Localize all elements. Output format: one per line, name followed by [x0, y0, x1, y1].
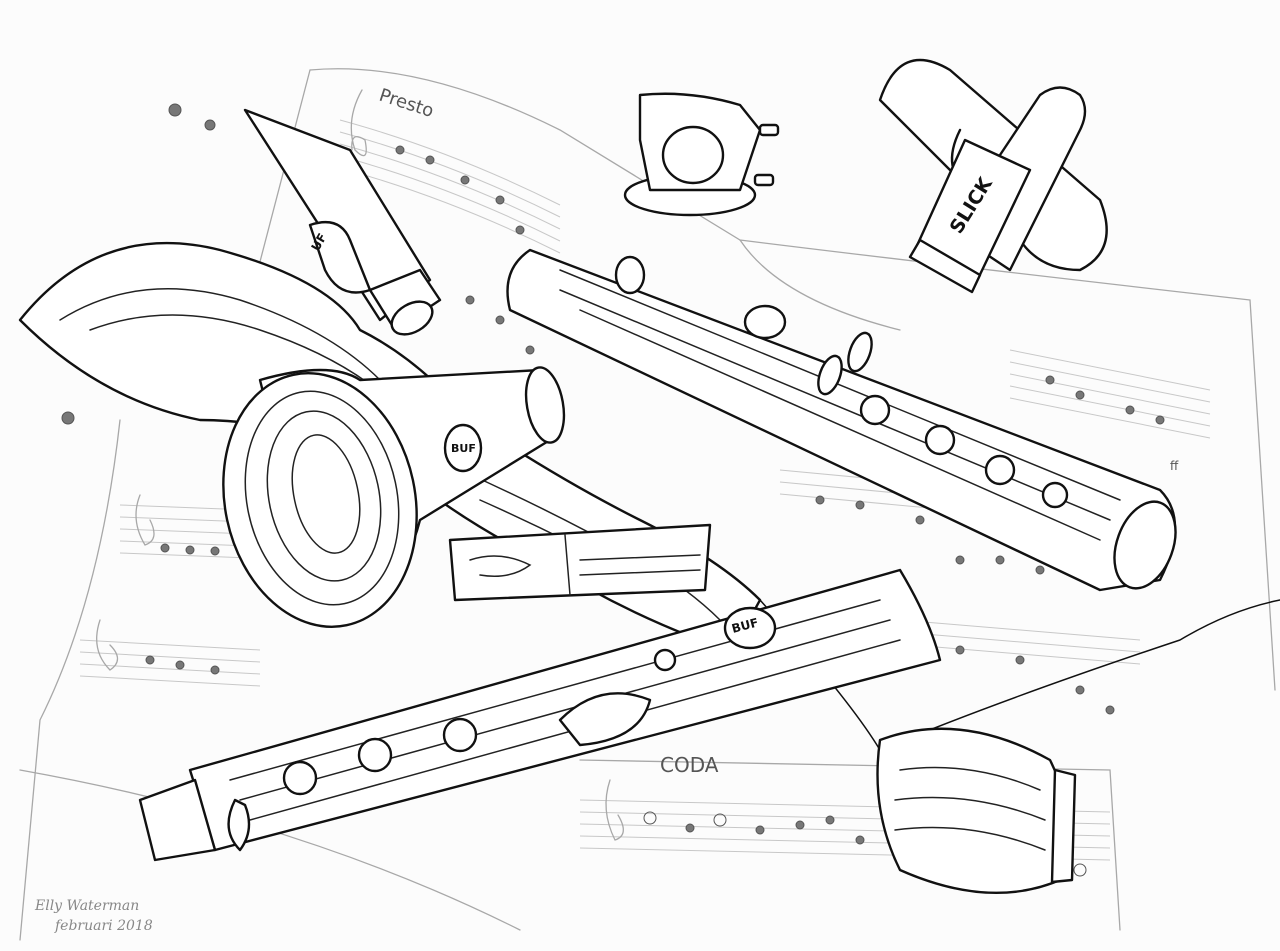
- reed-case: UF: [243, 108, 442, 336]
- bell-brand: BUF: [451, 442, 476, 455]
- clarinet-upper-joint: [506, 248, 1177, 592]
- reed: [448, 523, 712, 602]
- tempo-marking: Presto: [376, 85, 436, 122]
- coda-marking: CODA: [660, 753, 719, 777]
- clarinet-barrel: [876, 727, 1077, 895]
- signature-date: februari 2018: [54, 918, 153, 934]
- clarinet-lower-joint: BUF: [138, 568, 942, 862]
- clarinet-bell: BUF: [222, 366, 566, 628]
- cork-grease-tube: SLICK: [908, 86, 1087, 294]
- artist-signature: Elly Waterman februari 2018: [34, 898, 153, 934]
- lower-joint-brand: BUF: [730, 615, 760, 636]
- ligature: [623, 92, 780, 217]
- dynamic-marking: ff: [1170, 459, 1179, 473]
- signature-name: Elly Waterman: [34, 898, 139, 914]
